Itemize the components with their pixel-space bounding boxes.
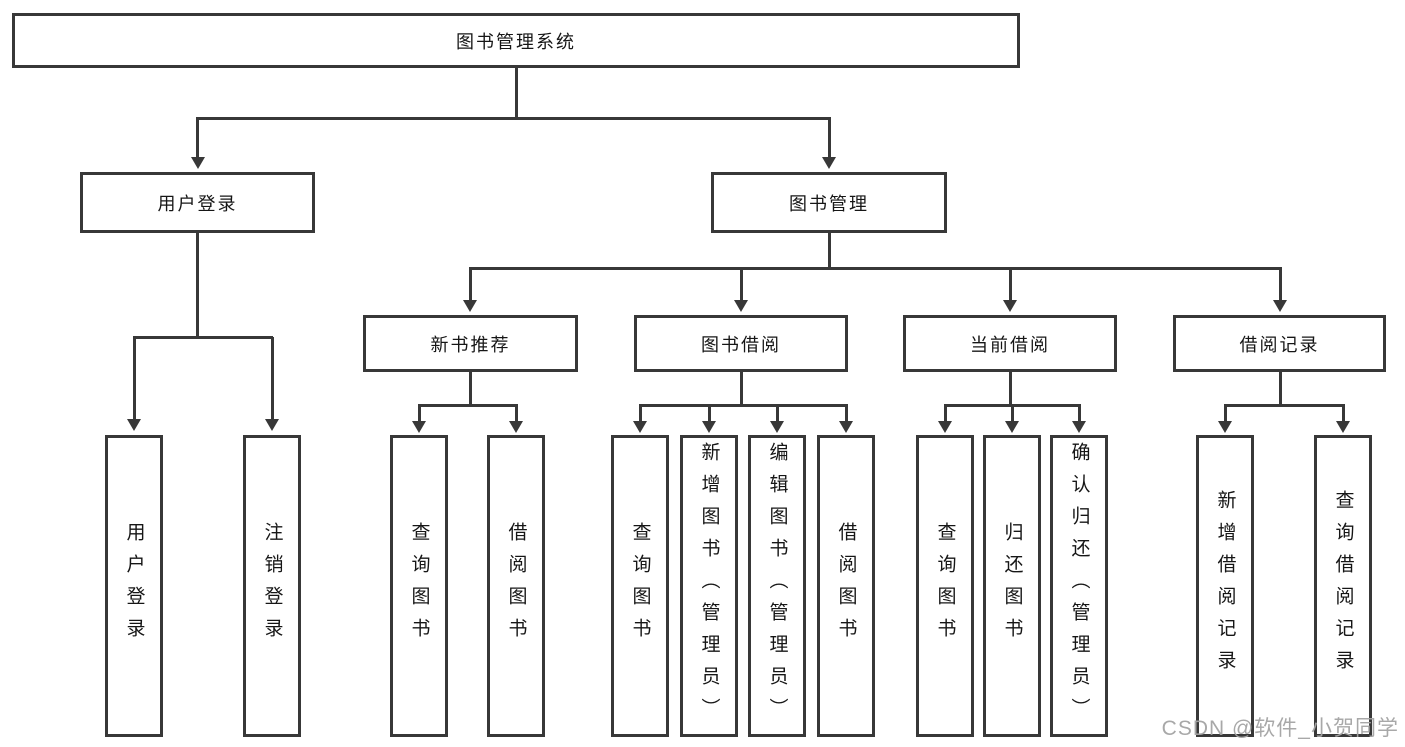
connector-arrow: [265, 337, 279, 431]
connector-arrow: [463, 268, 477, 312]
leaf-query-borrow-record: 查询借阅记录: [1314, 435, 1372, 737]
connector-arrow: [734, 268, 748, 312]
leaf-confirm-return-admin: 确认归还（管理员）: [1050, 435, 1108, 737]
connector-arrow: [1072, 405, 1086, 433]
connector-hline: [417, 404, 518, 407]
leaf-user-login: 用户登录: [105, 435, 163, 737]
node-borrowing-records: 借阅记录: [1173, 315, 1386, 372]
node-label: 借阅图书: [835, 522, 857, 650]
node-label: 用户登录: [157, 193, 238, 214]
node-book-borrowing: 图书借阅: [634, 315, 848, 372]
node-label: 图书管理系统: [456, 31, 576, 52]
node-label: 查询借阅记录: [1332, 490, 1354, 682]
connector-arrow: [938, 405, 952, 433]
node-user-login: 用户登录: [80, 172, 315, 233]
connector-arrow: [1336, 405, 1350, 433]
connector-arrow: [839, 405, 853, 433]
node-label: 查询图书: [408, 522, 430, 650]
connector-arrow: [190, 118, 205, 169]
connector-vline: [1278, 372, 1282, 406]
node-label: 注销登录: [261, 522, 283, 650]
connector-hline: [638, 404, 848, 407]
connector-arrow: [1005, 405, 1019, 433]
node-label: 查询图书: [629, 522, 651, 650]
node-label: 新增图书（管理员）: [698, 442, 720, 730]
connector-arrow: [509, 405, 523, 433]
connector-vline: [827, 233, 831, 269]
connector-arrow: [702, 405, 716, 433]
node-label: 借阅图书: [505, 522, 527, 650]
leaf-logout: 注销登录: [243, 435, 301, 737]
connector-hline: [1223, 404, 1345, 407]
connector-arrow: [1273, 268, 1287, 312]
leaf-query-books-recommend: 查询图书: [390, 435, 448, 737]
node-label: 用户登录: [123, 522, 145, 650]
connector-vline: [514, 68, 518, 119]
leaf-add-books-admin: 新增图书（管理员）: [680, 435, 738, 737]
connector-arrow: [1003, 268, 1017, 312]
leaf-query-books-current: 查询图书: [916, 435, 974, 737]
connector-hline: [196, 117, 831, 120]
connector-vline: [468, 372, 472, 406]
leaf-edit-books-admin: 编辑图书（管理员）: [748, 435, 806, 737]
connector-vline: [739, 372, 743, 406]
node-label: 查询图书: [934, 522, 956, 650]
node-label: 图书管理: [789, 193, 869, 214]
leaf-borrow-books-borrowing: 借阅图书: [817, 435, 875, 737]
connector-hline: [468, 267, 1282, 270]
connector-arrow: [633, 405, 647, 433]
node-label: 新增借阅记录: [1214, 490, 1236, 682]
connector-hline: [133, 336, 273, 339]
node-label: 图书借阅: [701, 334, 781, 355]
node-label: 当前借阅: [970, 334, 1050, 355]
leaf-borrow-books-recommend: 借阅图书: [487, 435, 545, 737]
connector-vline: [196, 233, 199, 338]
node-label: 确认归还（管理员）: [1068, 442, 1090, 730]
node-label: 新书推荐: [430, 334, 511, 355]
node-label: 借阅记录: [1239, 334, 1320, 355]
leaf-return-books: 归还图书: [983, 435, 1041, 737]
connector-arrow: [412, 405, 426, 433]
csdn-watermark: CSDN @软件_小贺同学: [1161, 717, 1399, 740]
node-current-borrowing: 当前借阅: [903, 315, 1117, 372]
node-label: 编辑图书（管理员）: [766, 442, 788, 730]
leaf-add-borrow-record: 新增借阅记录: [1196, 435, 1254, 737]
node-label: 归还图书: [1001, 522, 1023, 650]
connector-arrow: [770, 405, 784, 433]
node-new-book-recommend: 新书推荐: [363, 315, 578, 372]
connector-arrow: [822, 118, 836, 169]
node-root-library-system: 图书管理系统: [12, 13, 1020, 68]
leaf-query-books-borrowing: 查询图书: [611, 435, 669, 737]
connector-arrow: [1218, 405, 1232, 433]
node-book-management: 图书管理: [711, 172, 947, 233]
connector-vline: [1008, 372, 1012, 406]
connector-arrow: [127, 337, 141, 431]
